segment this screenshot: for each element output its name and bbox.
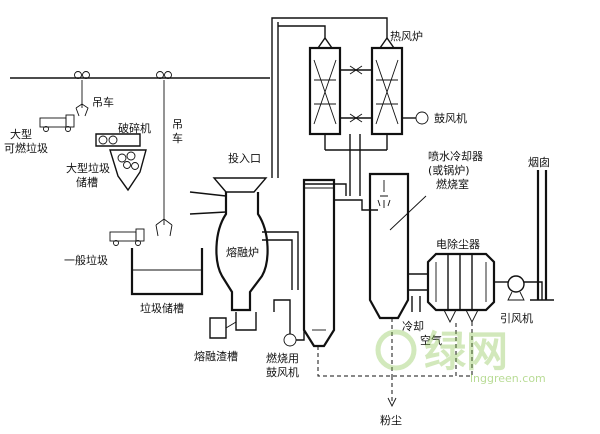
- chimney: [530, 170, 554, 301]
- waste-storage-pit: [130, 248, 204, 296]
- blower-label: 鼓风机: [434, 111, 467, 125]
- combustion-blower-label-2: 鼓风机: [266, 365, 299, 379]
- induced-fan-label: 引风机: [500, 311, 533, 325]
- general-waste-label: 一般垃圾: [64, 253, 108, 267]
- watermark-brand: 绿网: [424, 327, 508, 376]
- feed-port-label: 投入口: [228, 151, 261, 165]
- cooling-air-label-1: 冷却: [402, 320, 424, 333]
- melting-furnace: [189, 177, 299, 312]
- induced-fan: [494, 275, 543, 301]
- combustion-blower: [273, 299, 305, 347]
- large-combustible-label-1: 大型: [10, 127, 32, 141]
- fly-ash-lines: [317, 318, 473, 408]
- slag-tank: [209, 312, 257, 339]
- large-waste-truck: [39, 114, 75, 132]
- crane-1-label: 吊车: [92, 95, 114, 109]
- hot-blast-stove-label: 热风炉: [390, 30, 423, 43]
- large-storage-label-2: 储槽: [76, 175, 98, 189]
- crane-1: [75, 80, 89, 117]
- chimney-label: 烟囱: [528, 155, 550, 169]
- large-storage-hopper: [109, 149, 147, 192]
- spray-cooler: [368, 172, 428, 320]
- crusher: [95, 133, 141, 147]
- secondary-combustion-chamber: [302, 178, 336, 348]
- crane-2-label-1: 吊: [172, 118, 183, 131]
- crane-rail: [10, 71, 270, 79]
- fly-ash-label: 粉尘: [380, 414, 402, 427]
- spray-cooler-label-3: 燃烧室: [436, 177, 469, 191]
- general-waste-truck: [109, 228, 145, 246]
- spray-cooler-label-2: (或锅炉): [428, 164, 470, 177]
- crane-2: [155, 80, 173, 237]
- blower: [402, 111, 429, 125]
- electrostatic-precipitator: [426, 252, 496, 324]
- large-storage-label-1: 大型垃圾: [66, 161, 110, 175]
- waste-storage-label: 垃圾储槽: [140, 301, 184, 315]
- melting-furnace-label: 熔融炉: [226, 245, 259, 259]
- electrostatic-precipitator-label: 电除尘器: [436, 237, 480, 251]
- spray-cooler-label-1: 喷水冷却器: [428, 150, 483, 163]
- cooling-air-label-2: 空气: [420, 333, 442, 347]
- watermark-url: lnggreen.com: [470, 372, 546, 385]
- cooling-air-inlet: [411, 296, 421, 312]
- watermark: 绿网 lnggreen.com: [375, 327, 546, 385]
- combustion-blower-label-1: 燃烧用: [266, 351, 299, 365]
- slag-tank-label: 熔融渣槽: [194, 349, 238, 363]
- crane-2-label-2: 车: [172, 131, 183, 145]
- large-combustible-label-2: 可燃垃圾: [4, 141, 48, 155]
- crusher-label: 破碎机: [118, 121, 151, 135]
- hot-blast-stoves: [271, 17, 404, 196]
